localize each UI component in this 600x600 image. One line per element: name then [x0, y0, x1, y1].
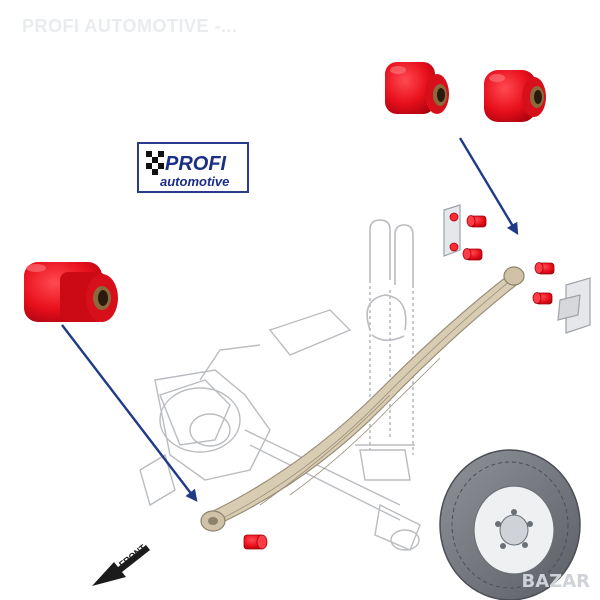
bushing-small-1 — [466, 215, 487, 228]
checker-flag-icon — [146, 151, 164, 175]
bushing-small-4 — [532, 292, 553, 305]
bushing-product-left — [24, 262, 118, 322]
callout-arrow-icon — [61, 137, 519, 502]
logo-line1: PROFI — [165, 153, 227, 175]
bushing-small-5 — [243, 534, 268, 550]
leaf-spring — [200, 266, 525, 532]
shackle-plates — [443, 204, 591, 334]
axle-line-art — [139, 309, 421, 551]
installed-bushings — [243, 212, 555, 550]
wheel — [439, 449, 581, 600]
header-watermark: PROFI AUTOMOTIVE -... — [22, 16, 238, 36]
bazar-watermark: BAZAR — [521, 571, 591, 592]
bushing-small-3 — [534, 262, 555, 275]
front-arrow-icon — [92, 545, 150, 586]
front-label: FRONT — [117, 542, 148, 569]
profi-automotive-logo: PROFI automotive — [137, 142, 249, 193]
bushing-small-2 — [462, 248, 483, 261]
bushing-product-top-right — [484, 70, 546, 122]
logo-line2: automotive — [160, 174, 229, 189]
bushing-product-top-left — [385, 62, 449, 114]
u-bolts — [366, 219, 414, 455]
